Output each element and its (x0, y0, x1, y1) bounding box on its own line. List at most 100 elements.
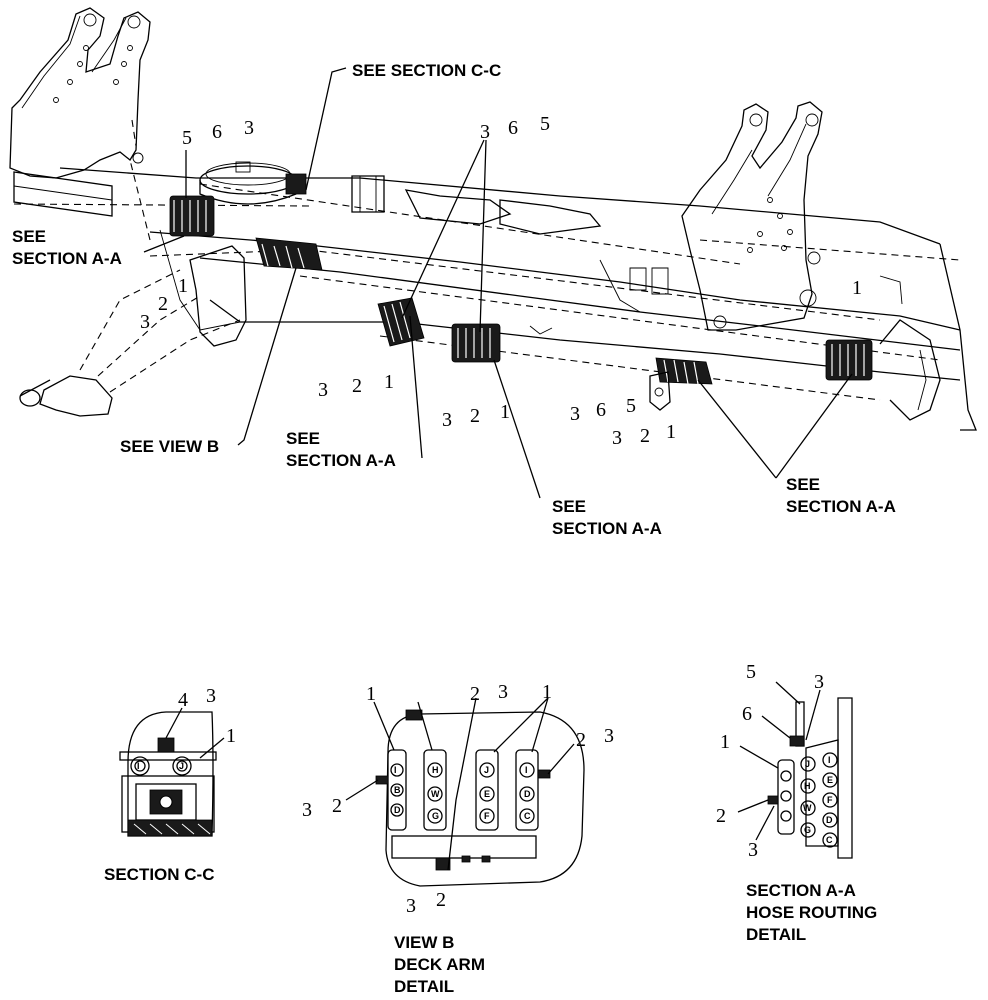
item-number: 3 (302, 799, 312, 821)
see-section-aa-center-label-1: SEE (552, 497, 586, 516)
item-number: 3 (612, 427, 622, 449)
hose-label: I (394, 765, 397, 775)
item-number: 3 (480, 121, 490, 143)
item-number: 2 (640, 425, 650, 447)
section-aa-detail: J H W G I E F D C 5 3 6 1 2 3 SECTION A-… (716, 661, 877, 944)
item-number: 1 (384, 371, 394, 393)
hose-label: I (828, 755, 831, 765)
main-frame-beam (59, 167, 977, 431)
section-aa-hose-column-1: J H W G (800, 756, 816, 838)
callout-leaders (143, 67, 853, 499)
item-number: 1 (720, 731, 730, 753)
view-b-clamp-4: I D C (515, 749, 539, 831)
item-number: 6 (212, 121, 222, 143)
right-lift-arm (681, 101, 823, 331)
item-number: 2 (470, 405, 480, 427)
item-number: 5 (182, 127, 192, 149)
hose-label: J (484, 765, 489, 775)
hose-label: C (524, 811, 531, 821)
item-number: 1 (226, 725, 236, 747)
item-number: 2 (576, 729, 586, 751)
item-number: 2 (470, 683, 480, 705)
hose-clamp-block-view-b (255, 237, 323, 271)
hose-label: H (804, 781, 811, 791)
hose-label: W (803, 803, 812, 813)
see-section-aa-right-label-2: SECTION A-A (786, 497, 896, 516)
view-b-detail: I B D H W G J E F I D C (302, 681, 614, 996)
item-number: 1 (500, 401, 510, 423)
item-number: 3 (570, 403, 580, 425)
item-number: 1 (852, 277, 862, 299)
item-number: 2 (158, 293, 168, 315)
section-cc-detail: I J 4 3 1 SECTION C-C (104, 685, 236, 884)
item-number: 3 (748, 839, 758, 861)
hose-label: F (827, 795, 833, 805)
hose-label: H (432, 765, 439, 775)
hose-clamp-block-left (169, 195, 215, 237)
item-number: 6 (508, 117, 518, 139)
item-number: 3 (140, 311, 150, 333)
item-number: 5 (626, 395, 636, 417)
hose-clamp-block-right-1 (649, 357, 713, 411)
section-aa-hose-column-2: I E F D C (822, 752, 838, 848)
item-number: 2 (436, 889, 446, 911)
hose-label: E (484, 789, 490, 799)
item-number: 3 (244, 117, 254, 139)
hose-label: J (179, 761, 184, 771)
item-number: 6 (596, 399, 606, 421)
hose-label: G (432, 811, 439, 821)
view-b-title-line-1: VIEW B (394, 933, 454, 952)
hose-clamp-block-right-2 (825, 339, 873, 381)
item-number: 3 (206, 685, 216, 707)
hose-label: I (525, 765, 528, 775)
item-number: 2 (332, 795, 342, 817)
see-section-aa-right-label-1: SEE (786, 475, 820, 494)
see-section-cc-label: SEE SECTION C-C (352, 61, 501, 80)
item-number: 3 (604, 725, 614, 747)
hose-label: W (431, 789, 440, 799)
item-number: 6 (742, 703, 752, 725)
see-section-aa-mid-label-1: SEE (286, 429, 320, 448)
item-number: 3 (498, 681, 508, 703)
view-b-clamp-2: H W G (423, 749, 447, 831)
section-cc-title: SECTION C-C (104, 865, 215, 884)
section-cc-bracket (285, 173, 307, 195)
section-aa-title-line-3: DETAIL (746, 925, 806, 944)
item-number: 1 (178, 275, 188, 297)
hose-label: F (484, 811, 490, 821)
item-number: 3 (442, 409, 452, 431)
hose-label: B (394, 785, 401, 795)
hose-label: D (394, 805, 401, 815)
hose-label: J (805, 759, 810, 769)
item-number: 1 (542, 681, 552, 703)
hose-label: C (826, 835, 833, 845)
section-aa-title-line-1: SECTION A-A (746, 881, 856, 900)
hose-label: D (524, 789, 531, 799)
hose-label: G (804, 825, 811, 835)
see-section-aa-left-label-2: SECTION A-A (12, 249, 122, 268)
see-section-aa-mid-label-2: SECTION A-A (286, 451, 396, 470)
see-section-aa-center-label-2: SECTION A-A (552, 519, 662, 538)
hose-clamp-block-mid (377, 297, 425, 347)
hose-label: E (827, 775, 833, 785)
view-b-title-line-2: DECK ARM (394, 955, 485, 974)
see-section-aa-left-label-1: SEE (12, 227, 46, 246)
hose-label: I (137, 761, 140, 771)
view-b-clamp-3: J E F (475, 749, 499, 831)
section-aa-title-line-2: HOSE ROUTING (746, 903, 877, 922)
left-lift-arm (9, 7, 151, 217)
view-b-clamp-1: I B D (387, 749, 407, 831)
item-number: 1 (666, 421, 676, 443)
main-assembly-view: SEE SECTION C-C SEE SECTION A-A SEE VIEW… (9, 7, 977, 538)
deck-arm (13, 203, 311, 417)
item-number: 3 (406, 895, 416, 917)
item-number: 2 (716, 805, 726, 827)
see-view-b-label: SEE VIEW B (120, 437, 219, 456)
item-number: 1 (366, 683, 376, 705)
item-number: 5 (746, 661, 756, 683)
item-number: 2 (352, 375, 362, 397)
hose-clamp-block-center (451, 323, 501, 363)
item-number: 3 (814, 671, 824, 693)
view-b-title-line-3: DETAIL (394, 977, 454, 996)
